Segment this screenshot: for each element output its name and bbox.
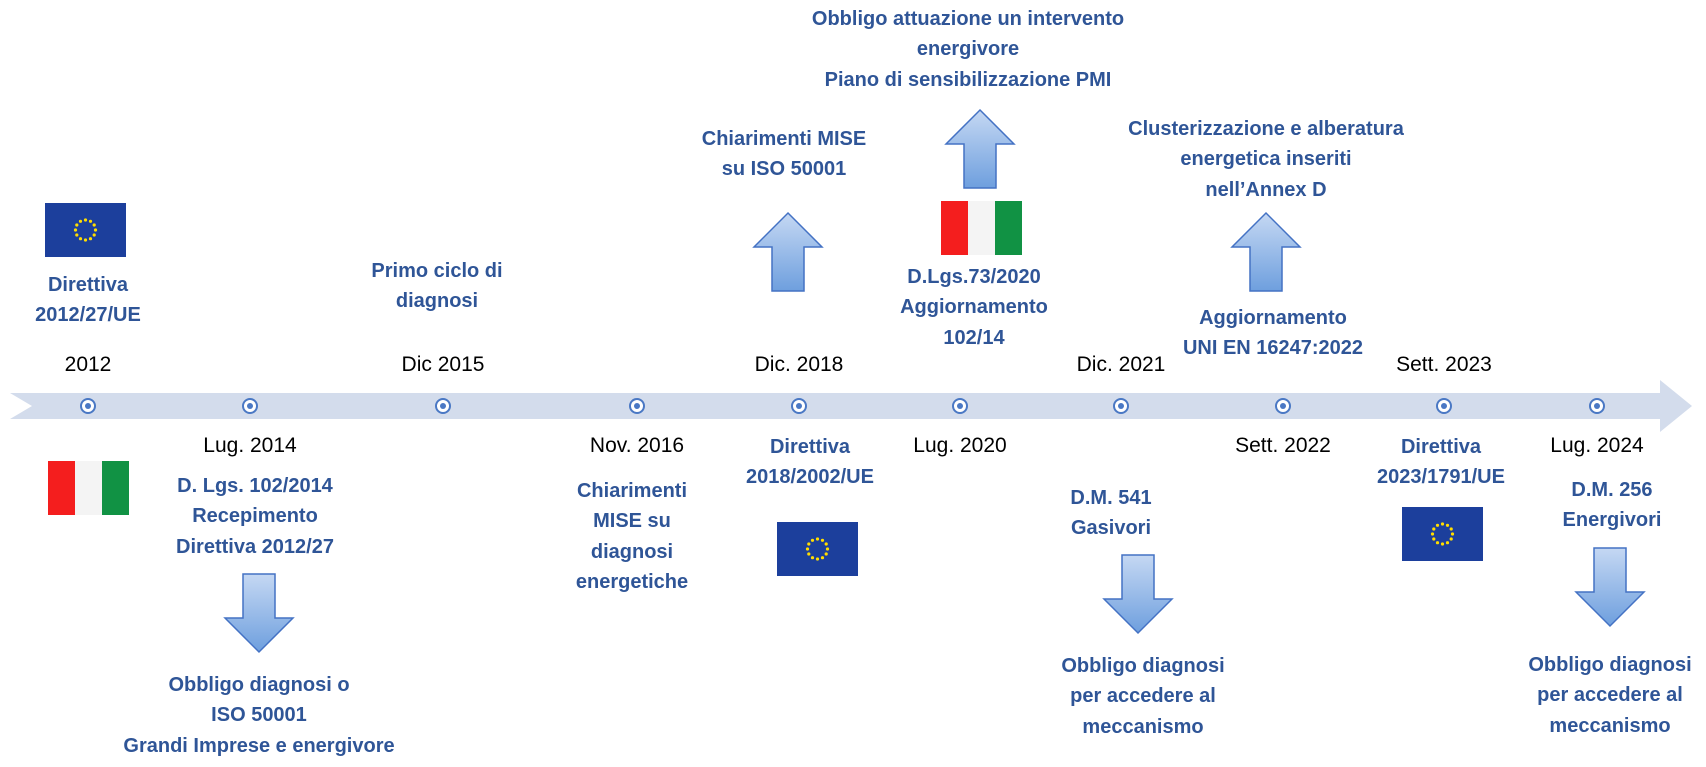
arrow-up-icon (944, 108, 1016, 189)
event-line: D. Lgs. 102/2014 (177, 475, 333, 497)
timeline-marker-2014 (242, 398, 258, 414)
arrow-down-icon (1574, 547, 1646, 628)
event-line: Obbligo diagnosi o (168, 674, 350, 696)
event-line: Chiarimenti MISE (701, 128, 867, 150)
event-line: Direttiva (1400, 436, 1482, 458)
event-uni-en-16247: Aggiornamento UNI EN 16247:2022 (1183, 303, 1363, 364)
event-line: energetica inseriti (1180, 148, 1352, 171)
date-2012: 2012 (64, 353, 112, 376)
event-line: energetiche (575, 571, 689, 594)
event-line: Energivori (1562, 509, 1662, 532)
event-dlgs-102-2014: D. Lgs. 102/2014 Recepimento Direttiva 2… (176, 471, 334, 562)
event-line: 2018/2002/UE (746, 466, 874, 489)
arrow-down-icon (223, 573, 295, 654)
event-line: Primo ciclo di (371, 260, 503, 282)
timeline-marker-2018 (791, 398, 807, 414)
date-dic-2021: Dic. 2021 (1076, 353, 1166, 376)
italy-flag-icon (941, 201, 1022, 255)
arrow-down-icon (1102, 554, 1174, 635)
event-line: Clusterizzazione e alberatura (1128, 118, 1404, 140)
timeline-marker-2015 (435, 398, 451, 414)
event-obbligo-diagnosi-iso: Obbligo diagnosi o ISO 50001 Grandi Impr… (123, 670, 394, 761)
timeline-marker-2012 (80, 398, 96, 414)
event-line: meccanismo (1549, 714, 1671, 737)
event-line: Piano di sensibilizzazione PMI (824, 68, 1112, 91)
event-line: Aggiornamento (900, 296, 1048, 319)
event-line: Obbligo diagnosi (1528, 654, 1692, 676)
eu-flag-icon (1402, 507, 1483, 561)
event-dlgs-73-2020: D.Lgs.73/2020 Aggiornamento 102/14 (900, 262, 1048, 353)
timeline-marker-2022 (1275, 398, 1291, 414)
date-dic-2018: Dic. 2018 (754, 353, 844, 376)
date-lug-2020: Lug. 2020 (913, 434, 1007, 457)
event-line: Grandi Imprese e energivore (123, 734, 395, 757)
event-line: energivore (916, 38, 1020, 61)
event-clusterizzazione: Clusterizzazione e alberatura energetica… (1128, 114, 1404, 205)
event-line: nell’Annex D (1205, 178, 1327, 201)
event-obbligo-diagnosi-2024: Obbligo diagnosi per accedere al meccani… (1528, 650, 1691, 741)
timeline-markers (80, 398, 1605, 414)
event-direttiva-2023: Direttiva 2023/1791/UE (1377, 432, 1505, 493)
event-line: 2023/1791/UE (1377, 466, 1505, 489)
arrow-up-icon (1230, 211, 1302, 292)
event-line: diagnosi (395, 290, 479, 313)
date-dic-2015: Dic 2015 (401, 353, 485, 376)
event-line: su ISO 50001 (721, 158, 847, 181)
event-line: UNI EN 16247:2022 (1182, 337, 1364, 360)
eu-flag-icon (45, 203, 126, 257)
event-line: ISO 50001 (211, 704, 307, 727)
event-chiarimenti-iso50001: Chiarimenti MISE su ISO 50001 (702, 124, 866, 185)
event-line: D.Lgs.73/2020 (907, 266, 1041, 288)
event-primo-ciclo: Primo ciclo di diagnosi (371, 256, 502, 317)
timeline-marker-2023 (1436, 398, 1452, 414)
event-line: per accedere al (1537, 684, 1683, 707)
event-line: Aggiornamento (1199, 307, 1347, 329)
event-line: 102/14 (943, 326, 1005, 349)
timeline-marker-2020 (952, 398, 968, 414)
event-line: Obbligo attuazione un intervento (811, 8, 1125, 30)
date-sett-2022: Sett. 2022 (1235, 434, 1331, 457)
timeline-marker-2016 (629, 398, 645, 414)
event-line: per accedere al (1070, 685, 1216, 708)
event-line: Direttiva (47, 274, 129, 296)
timeline-marker-2024 (1589, 398, 1605, 414)
event-line: D.M. 541 (1070, 487, 1152, 509)
event-obbligo-intervento: Obbligo attuazione un intervento energiv… (812, 4, 1124, 95)
event-line: Direttiva 2012/27 (176, 535, 334, 558)
event-line: Obbligo diagnosi (1061, 655, 1225, 677)
italy-flag-icon (48, 461, 129, 515)
timeline-marker-2021 (1113, 398, 1129, 414)
event-line: MISE su (593, 510, 671, 533)
event-direttiva-2018: Direttiva 2018/2002/UE (746, 432, 874, 493)
eu-flag-icon (777, 522, 858, 576)
event-chiarimenti-diagnosi: Chiarimenti MISE su diagnosi energetiche (576, 476, 688, 598)
event-dm-256: D.M. 256 Energivori (1563, 475, 1662, 536)
event-line: diagnosi (590, 540, 674, 563)
event-line: Gasivori (1070, 517, 1152, 540)
event-line: 2012/27/UE (35, 304, 141, 327)
date-lug-2024: Lug. 2024 (1550, 434, 1644, 457)
arrow-up-icon (752, 211, 824, 292)
event-direttiva-2012: Direttiva 2012/27/UE (35, 270, 141, 331)
event-obbligo-diagnosi-2021: Obbligo diagnosi per accedere al meccani… (1061, 651, 1224, 742)
event-line: Chiarimenti (576, 480, 688, 502)
event-dm-541: D.M. 541 Gasivori (1070, 483, 1151, 544)
event-line: Direttiva (769, 436, 851, 458)
timeline-bar (10, 380, 1692, 432)
event-line: D.M. 256 (1571, 479, 1653, 501)
date-sett-2023: Sett. 2023 (1396, 353, 1492, 376)
event-line: meccanismo (1082, 715, 1204, 738)
date-nov-2016: Nov. 2016 (589, 434, 685, 457)
date-lug-2014: Lug. 2014 (203, 434, 297, 457)
event-line: Recepimento (192, 505, 318, 528)
